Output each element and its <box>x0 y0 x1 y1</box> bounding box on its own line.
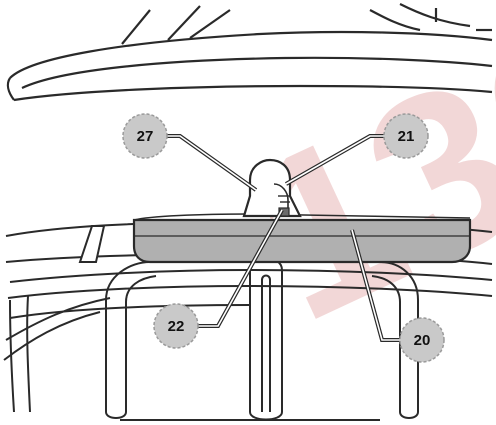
left-bracket <box>78 225 106 263</box>
callout-22: 22 <box>153 303 199 349</box>
callout-20: 20 <box>399 317 445 363</box>
callout-27: 27 <box>122 113 168 159</box>
callout-label-27: 27 <box>137 128 154 145</box>
stud-post <box>242 158 302 218</box>
top-housing <box>6 3 493 102</box>
mounting-plate <box>132 213 472 264</box>
callout-21: 21 <box>383 113 429 159</box>
leader-lines <box>166 134 404 342</box>
callout-label-22: 22 <box>168 318 185 335</box>
callout-label-21: 21 <box>398 128 415 145</box>
callout-label-20: 20 <box>414 332 431 349</box>
